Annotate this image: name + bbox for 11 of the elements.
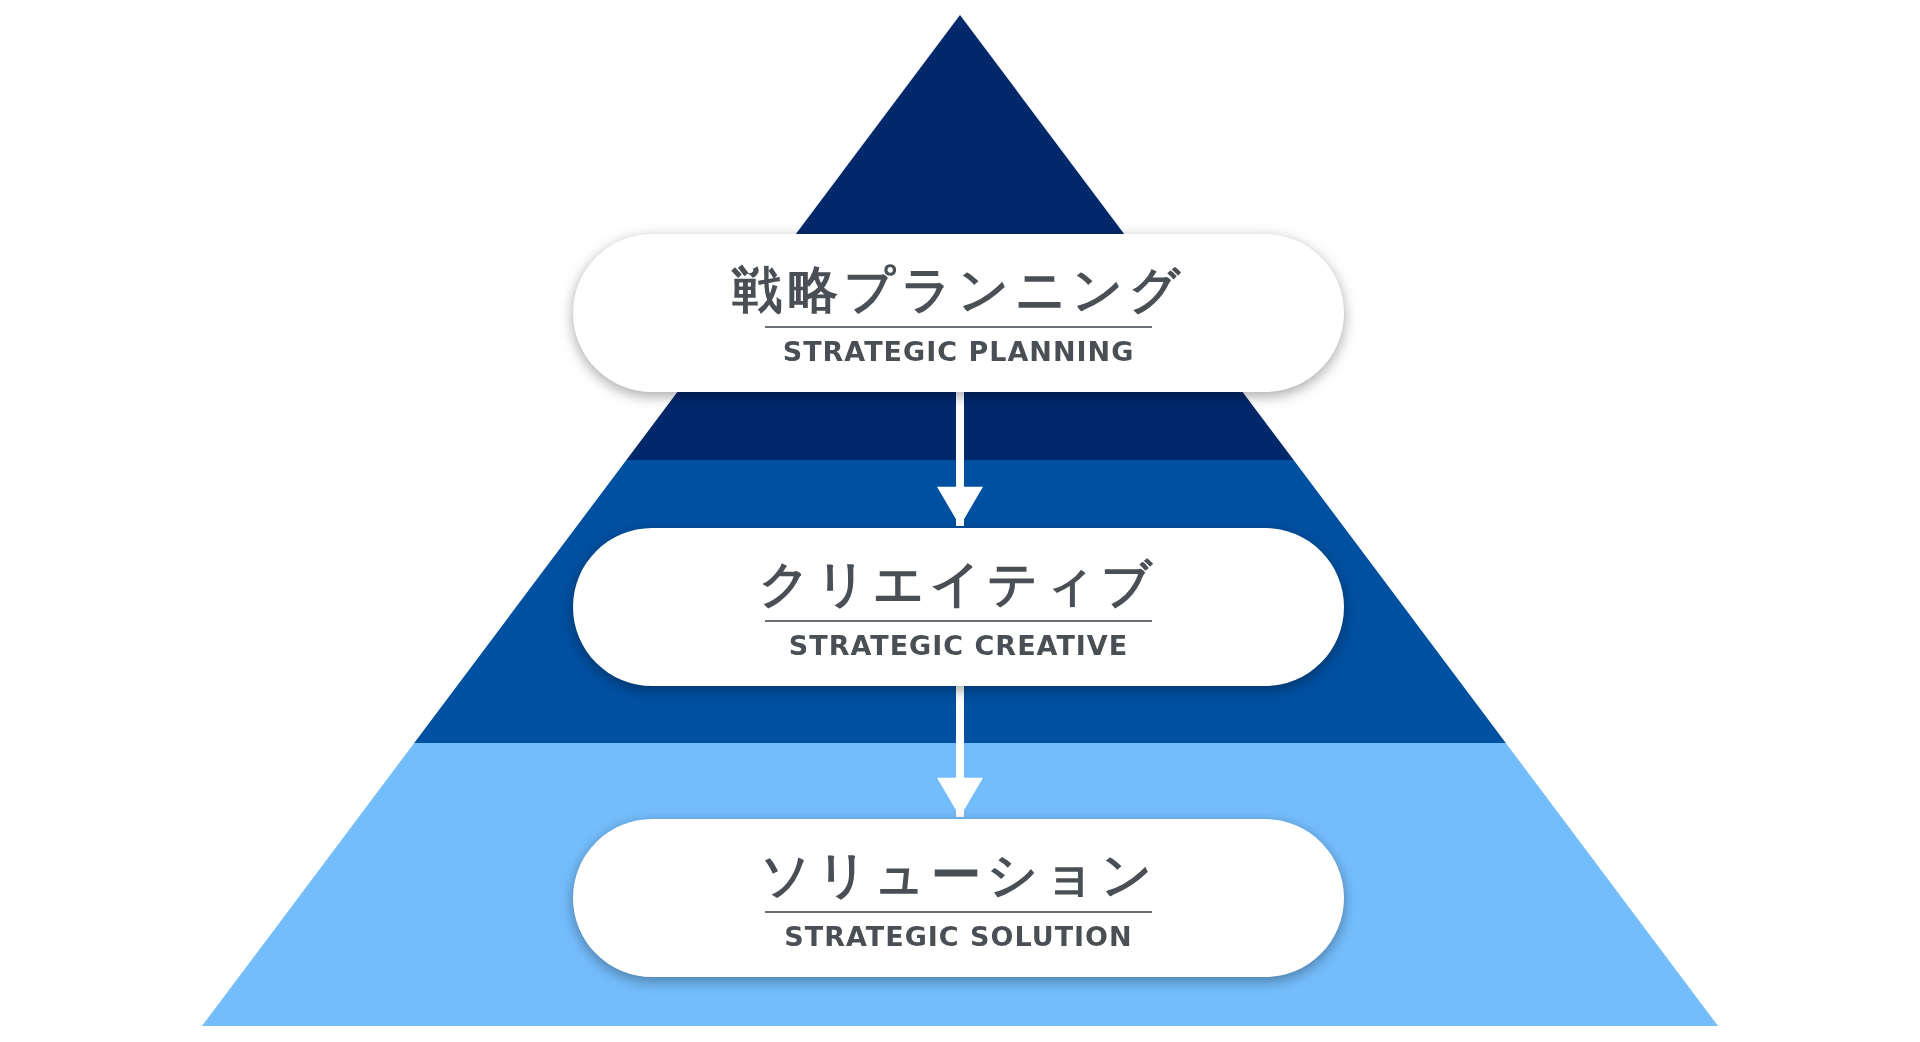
heading: ソリューション [759, 845, 1158, 906]
subtitle: STRATEGIC CREATIVE [788, 630, 1129, 662]
arrow [937, 392, 983, 526]
subtitle: STRATEGIC SOLUTION [784, 921, 1133, 953]
pill-box [573, 528, 1344, 686]
pill-box [573, 234, 1344, 392]
pill-box [573, 819, 1344, 977]
heading: クリエイティブ [759, 554, 1158, 615]
heading: 戦略プランニング [731, 260, 1186, 321]
subtitle: STRATEGIC PLANNING [782, 336, 1135, 368]
arrow [937, 686, 983, 817]
